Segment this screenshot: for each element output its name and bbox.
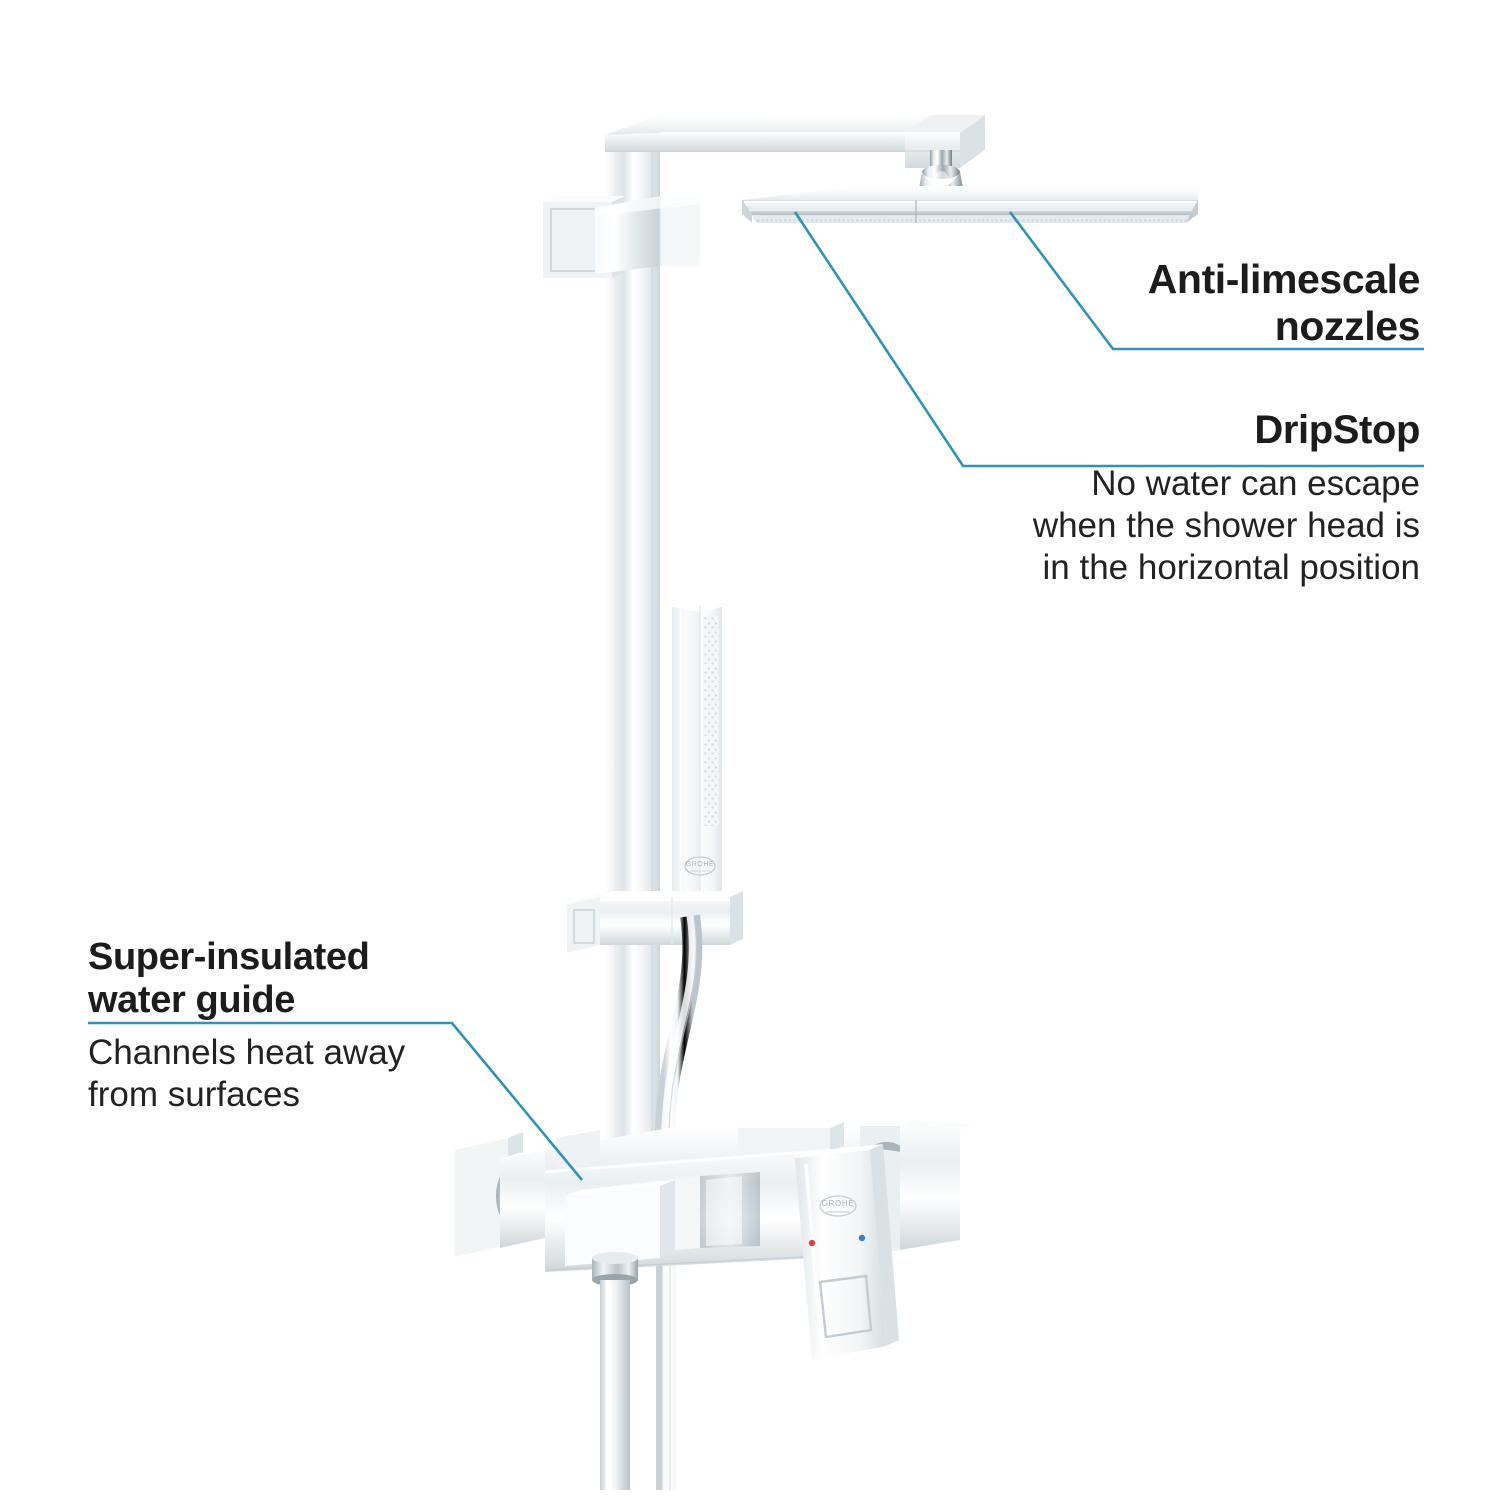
cold-indicator-dot <box>858 1234 866 1242</box>
upper-wall-bracket <box>543 196 700 278</box>
callout-anti-limescale: Anti-limescale nozzles <box>1010 256 1421 349</box>
wall-escutcheon <box>455 1132 560 1257</box>
callout-water-guide-body: Channels heat away from surfaces <box>88 1032 406 1114</box>
callout-dripstop-body: No water can escape when the shower head… <box>1032 463 1420 587</box>
hand-shower: GROHE <box>672 601 722 921</box>
single-lever-mixer-valve <box>455 1120 974 1272</box>
callout-dripstop: DripStop No water can escape when the sh… <box>960 408 1421 589</box>
svg-text:GROHE: GROHE <box>686 861 715 868</box>
svg-text:GROHE: GROHE <box>822 1199 855 1208</box>
grohe-logo-hand-shower: GROHE <box>684 856 716 876</box>
outlet-connector <box>592 1252 638 1490</box>
grohe-logo-lever: GROHE <box>819 1195 857 1217</box>
callout-water-guide-title: Super-insulated water guide <box>88 936 370 1022</box>
callout-water-guide: Super-insulated water guide Channels hea… <box>88 936 440 1116</box>
hot-indicator-dot <box>808 1239 816 1247</box>
callout-anti-limescale-title: Anti-limescale nozzles <box>1147 256 1421 349</box>
callout-dripstop-title: DripStop <box>1254 408 1420 452</box>
shower-arm <box>605 115 985 168</box>
mixer-lever-handle: GROHE <box>795 1144 899 1360</box>
lower-wall-bracket <box>567 891 743 953</box>
rain-shower-head <box>742 186 1200 223</box>
